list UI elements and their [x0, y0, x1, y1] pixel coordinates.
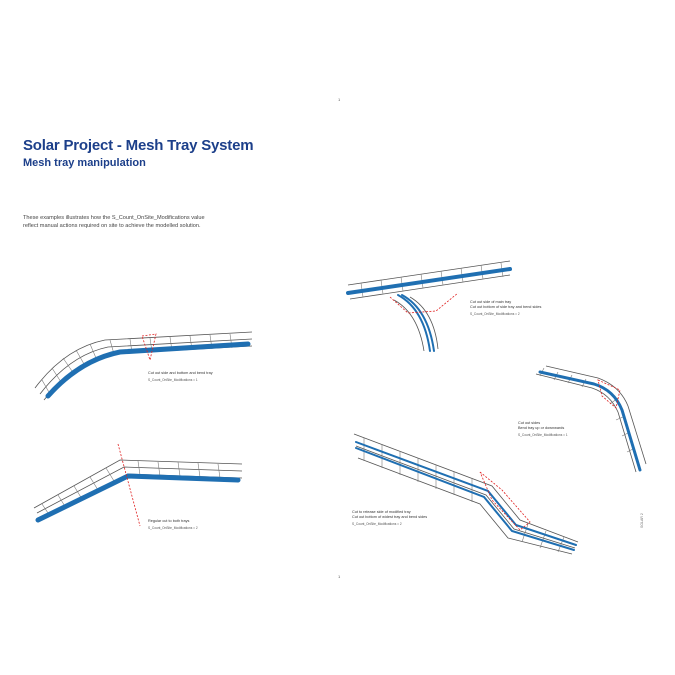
caption-example-3: Cut out side of main tray Cut out bottom… [470, 300, 541, 317]
intro-line: These examples illustrates how the S_Cou… [23, 215, 205, 221]
caption-line: Cut out side and bottom and bend tray [148, 371, 213, 375]
caption-example-4: Cut out sides Bend tray up or downwards … [518, 421, 568, 438]
intro-paragraph: These examples illustrates how the S_Cou… [23, 215, 313, 230]
page-mark-top: 1 [338, 97, 341, 102]
caption-parameter: S_Count_OnSite_Modifications = 1 [148, 378, 198, 382]
page-mark-bottom: 1 [338, 574, 341, 579]
caption-parameter: S_Count_OnSite_Modifications = 2 [352, 522, 402, 526]
illustration-tee-junction [346, 260, 512, 352]
intro-line: reflect manual actions required on site … [23, 222, 201, 229]
caption-parameter: S_Count_OnSite_Modifications = 1 [518, 433, 568, 437]
caption-line: Cut out side of main tray [470, 300, 512, 304]
page-title: Solar Project - Mesh Tray System [23, 137, 254, 154]
caption-example-2: Regular cut to both trays S_Count_OnSite… [148, 519, 198, 531]
caption-example-5: Cut to release side of modified tray Cut… [352, 510, 427, 527]
illustration-vertical-bend [535, 365, 647, 473]
caption-line: Cut to release side of modified tray [352, 510, 411, 514]
caption-line: Regular cut to both trays [148, 519, 190, 523]
illustration-bend-tray [34, 331, 253, 401]
illustration-angled-cut [33, 443, 243, 527]
caption-parameter: S_Count_OnSite_Modifications = 2 [470, 312, 520, 316]
caption-line: Cut out sides [518, 421, 541, 425]
caption-parameter: S_Count_OnSite_Modifications = 2 [148, 526, 198, 530]
caption-line: Cut out bottom of widest tray and bend s… [352, 515, 428, 519]
caption-line: Cut out bottom of side tray and bend sid… [470, 305, 542, 309]
illustration-offset-tray [353, 433, 579, 555]
caption-line: Bend tray up or downwards [518, 426, 565, 430]
page-subtitle: Mesh tray manipulation [23, 157, 146, 169]
caption-example-1: Cut out side and bottom and bend tray S_… [148, 371, 213, 383]
side-note: SOLAR 2 [640, 513, 644, 528]
